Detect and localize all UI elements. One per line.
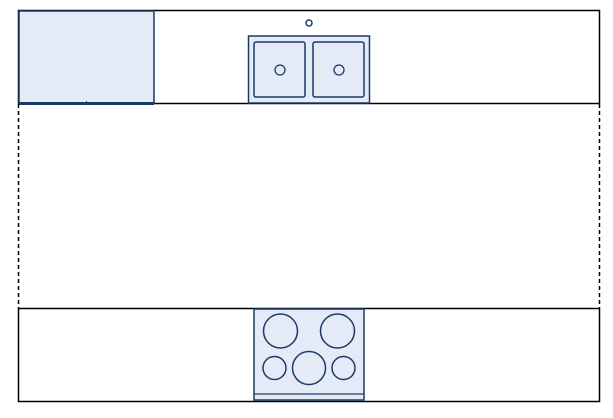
sink-left-drain-icon <box>274 64 286 76</box>
refrigerator <box>18 10 155 105</box>
burner-center-icon <box>291 350 327 386</box>
faucet-icon <box>305 19 313 27</box>
burner-front-right-icon <box>331 355 356 381</box>
burner-back-right-icon <box>319 313 356 349</box>
sink-right-bowl <box>312 41 365 98</box>
double-bowl-sink <box>247 35 371 104</box>
sink-left-bowl <box>253 41 306 98</box>
cooktop <box>253 308 365 401</box>
burner-front-left-icon <box>262 355 287 381</box>
refrigerator-body <box>18 10 155 104</box>
sink-right-drain-icon <box>333 64 345 76</box>
burner-back-left-icon <box>262 313 299 349</box>
